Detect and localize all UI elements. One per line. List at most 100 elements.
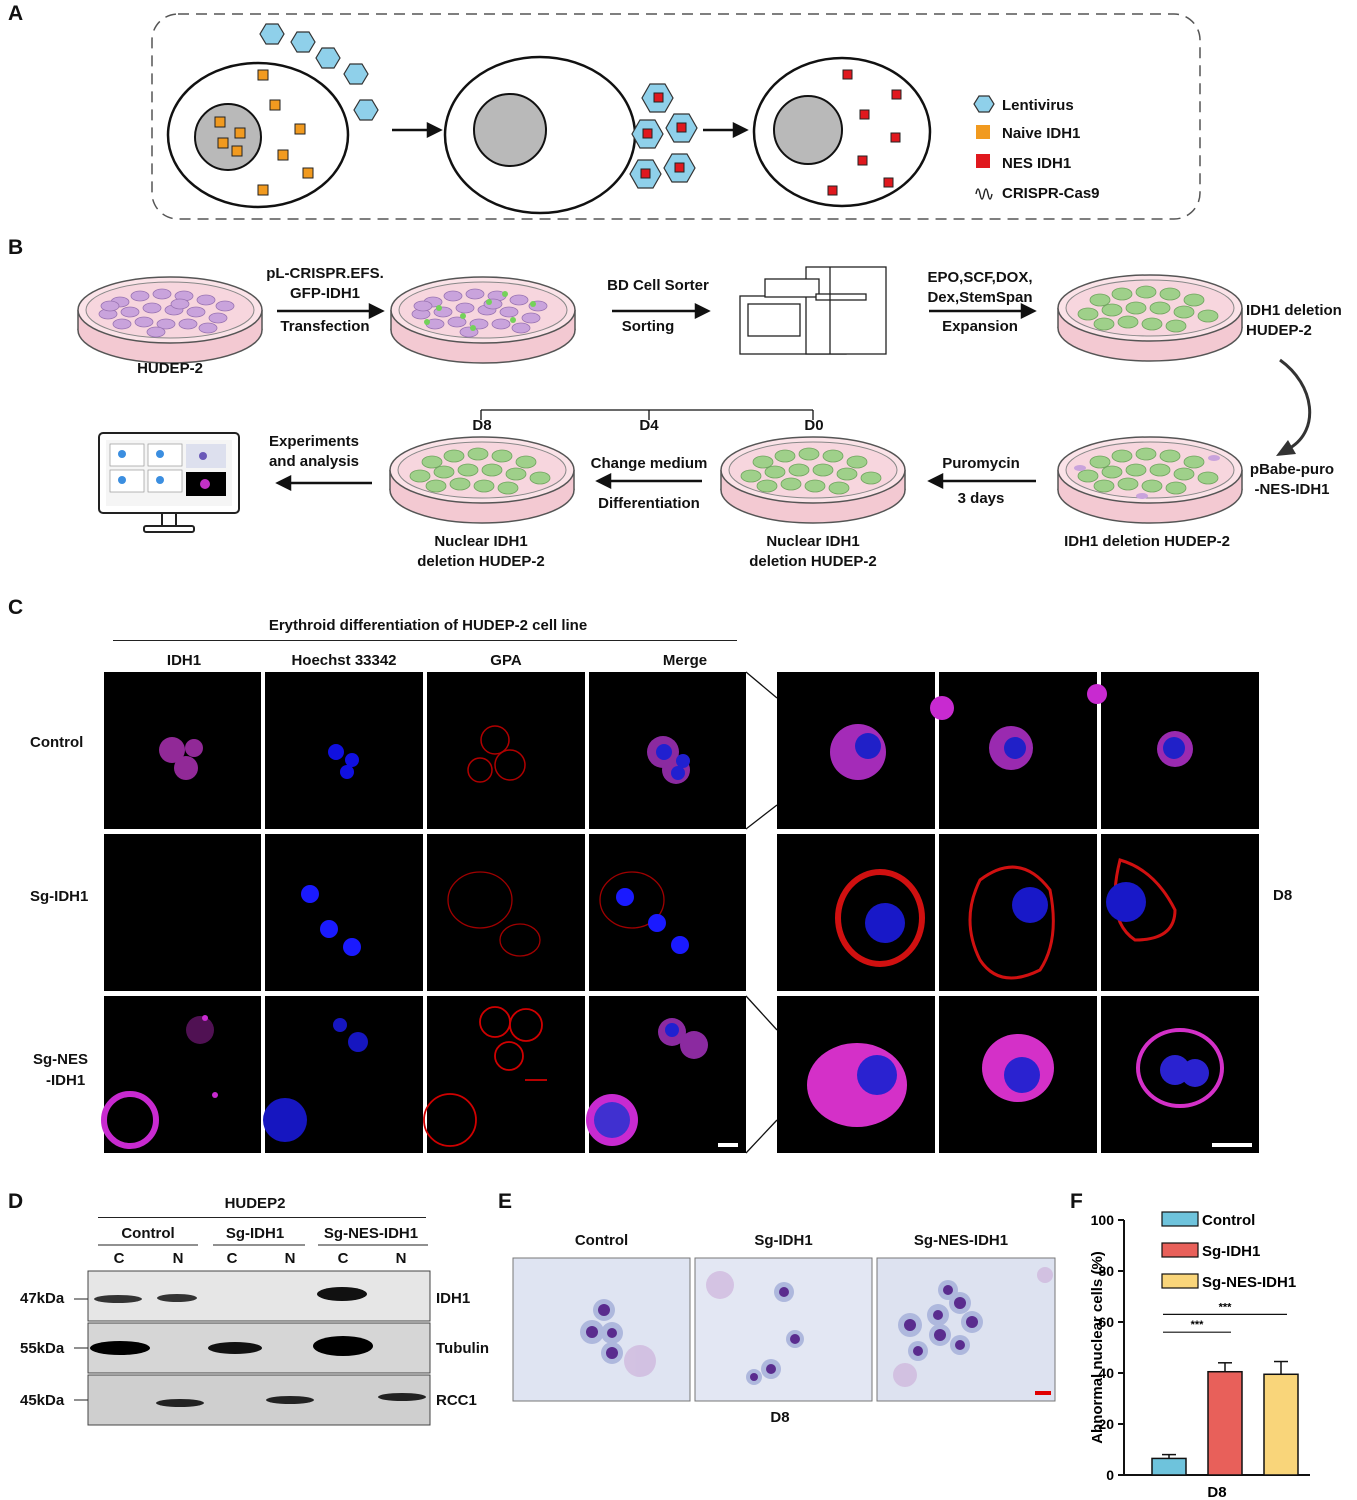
y-axis-title: Abnormal nuclear cells (%) — [1089, 1251, 1106, 1444]
col-gpa: GPA — [490, 652, 522, 669]
col-merge: Merge — [662, 652, 708, 669]
lane-1: C — [113, 1250, 125, 1267]
protein-idh1: IDH1 — [436, 1290, 471, 1307]
day-d4-label: D4 — [639, 417, 659, 434]
hudep2-label: HUDEP-2 — [137, 360, 203, 377]
y-tick-label: 80 — [1098, 1263, 1114, 1279]
y-tick-label: 0 — [1106, 1467, 1114, 1483]
idh1-deletion-label-1: IDH1 deletion — [1246, 302, 1342, 319]
row-sg-nes-2: -IDH1 — [46, 1072, 86, 1089]
square-icon — [976, 154, 990, 168]
panel-label-d: D — [8, 1190, 24, 1213]
step3-label-2: Dex,StemSpan — [927, 289, 1033, 306]
scale-bar-right — [1212, 1143, 1252, 1147]
legend-swatch — [1161, 1273, 1199, 1289]
lane-5: C — [337, 1250, 349, 1267]
step3-label-1: EPO,SCF,DOX, — [927, 269, 1033, 286]
wb-title: HUDEP2 — [224, 1195, 286, 1212]
y-tick-label: 100 — [1091, 1212, 1115, 1228]
y-tick-label: 20 — [1098, 1416, 1114, 1432]
nuclear-d0-label-2: deletion HUDEP-2 — [749, 553, 877, 570]
step1-label-top: pL-CRISPR.EFS. — [266, 265, 384, 282]
step3-label-bottom: Expansion — [942, 318, 1018, 335]
marker-55kda: 55kDa — [20, 1340, 65, 1357]
wb-group-control: Control — [121, 1225, 175, 1242]
scale-bar-left — [718, 1143, 738, 1147]
western-blot — [74, 1270, 431, 1426]
lane-6: N — [395, 1250, 407, 1267]
legend-swatch — [1161, 1242, 1199, 1258]
micro-sg-nes-idh1 — [104, 996, 261, 1153]
panel-a-diagram — [151, 13, 1201, 220]
stain-day-label: D8 — [770, 1409, 790, 1426]
stain-col-sg-idh1: Sg-IDH1 — [754, 1232, 813, 1249]
micro-control-hoechst — [265, 672, 423, 829]
idh1-deletion-bottom-label: IDH1 deletion HUDEP-2 — [1064, 533, 1230, 550]
stain-col-control: Control — [574, 1232, 629, 1249]
marker-45kda: 45kDa — [20, 1392, 65, 1409]
panel-label-e: E — [498, 1190, 513, 1213]
legend-label: Sg-NES-IDH1 — [1202, 1274, 1296, 1291]
marker-47kda: 47kDa — [20, 1290, 65, 1307]
col-hoechst: Hoechst 33342 — [291, 652, 397, 669]
nuclear-d0-label-1: Nuclear IDH1 — [766, 533, 860, 550]
row-sg-nes-1: Sg-NES — [33, 1051, 89, 1068]
experiments-label-1: Experiments — [268, 433, 360, 450]
day-d8-label: D8 — [472, 417, 492, 434]
stain-images — [512, 1257, 1056, 1402]
square-icon — [976, 125, 990, 139]
legend-lentivirus: Lentivirus — [1002, 97, 1074, 114]
pbabe-label-2: -NES-IDH1 — [1254, 481, 1330, 498]
stain-col-sg-nes-idh1: Sg-NES-IDH1 — [913, 1232, 1009, 1249]
puromycin-label: Puromycin — [942, 455, 1020, 472]
step2-label-top: BD Cell Sorter — [607, 277, 709, 294]
significance-label: *** — [1219, 1301, 1233, 1313]
lane-2: N — [172, 1250, 184, 1267]
panel-c-title: Erythroid differentiation of HUDEP-2 cel… — [268, 617, 588, 634]
legend-label: Sg-IDH1 — [1202, 1243, 1260, 1260]
y-tick-label: 60 — [1098, 1314, 1114, 1330]
micro-sg-idh1-gpa — [427, 834, 585, 991]
y-tick-label: 40 — [1098, 1365, 1114, 1381]
lane-3: C — [226, 1250, 238, 1267]
legend-naive-idh1: Naive IDH1 — [1002, 125, 1081, 142]
change-medium-label: Change medium — [590, 455, 708, 472]
protein-tubulin: Tubulin — [436, 1340, 490, 1357]
day-d0-label: D0 — [804, 417, 824, 434]
panel-label-b: B — [8, 236, 24, 259]
puromycin-days-label: 3 days — [957, 490, 1005, 507]
legend-label: Control — [1202, 1212, 1255, 1229]
differentiation-label: Differentiation — [598, 495, 700, 512]
micro-sg-nes-gpa — [427, 996, 585, 1153]
protein-rcc1: RCC1 — [436, 1392, 477, 1409]
experiments-label-2: and analysis — [268, 453, 360, 470]
legend-swatch — [1161, 1211, 1199, 1227]
panel-b-diagram — [77, 266, 1312, 533]
bar-sg-nes-idh1 — [1263, 1373, 1299, 1476]
row-sg-idh1: Sg-IDH1 — [30, 888, 89, 905]
panel-label-a: A — [8, 2, 24, 25]
squiggle-icon — [975, 188, 993, 200]
panel-c-images — [101, 671, 1259, 1154]
micro-sg-idh1-merge — [589, 834, 746, 991]
step1-label-bottom: Transfection — [280, 318, 370, 335]
stain-scale-bar — [1035, 1391, 1051, 1395]
lane-4: N — [284, 1250, 296, 1267]
wb-group-sg-idh1: Sg-IDH1 — [225, 1225, 285, 1242]
idh1-deletion-label-2: HUDEP-2 — [1246, 322, 1312, 339]
significance-label: *** — [1191, 1319, 1205, 1331]
micro-sg-idh1-hoechst — [265, 834, 423, 991]
nuclear-d8-label-1: Nuclear IDH1 — [434, 533, 528, 550]
bar-sg-idh1 — [1207, 1370, 1243, 1476]
step2-label-bottom: Sorting — [621, 318, 675, 335]
panel-c-title-rule — [113, 640, 737, 641]
pbabe-label-1: pBabe-puro — [1249, 461, 1335, 478]
wb-group-sg-nes-idh1: Sg-NES-IDH1 — [323, 1225, 419, 1242]
micro-sg-idh1-idh1 — [104, 834, 261, 991]
legend-crispr-cas9: CRISPR-Cas9 — [1002, 185, 1100, 202]
nuclear-d8-label-2: deletion HUDEP-2 — [417, 553, 545, 570]
col-idh1: IDH1 — [166, 652, 202, 669]
side-label-d8: D8 — [1273, 887, 1293, 904]
lentivirus-icon — [973, 95, 995, 113]
